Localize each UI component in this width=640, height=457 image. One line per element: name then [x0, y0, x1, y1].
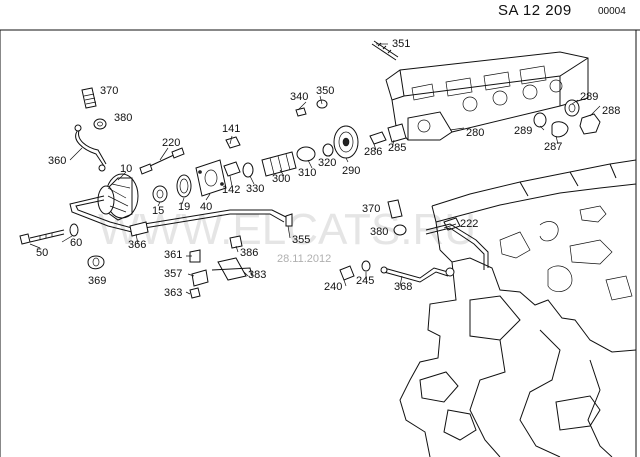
grommet-369: [87, 255, 105, 270]
callout-290: 290: [342, 165, 360, 177]
vacuum-pump: [97, 173, 139, 221]
watermark: WWW.ELCATS.RU 28.11.2012: [98, 205, 476, 265]
callout-40: 40: [200, 201, 212, 213]
callout-280: 280: [466, 127, 484, 139]
callout-15: 15: [152, 205, 164, 217]
callout-357: 357: [164, 268, 182, 280]
callout-363: 363: [164, 287, 182, 299]
bolt-50: [19, 229, 65, 245]
callout-142: 142: [222, 184, 240, 196]
callout-222: 222: [460, 218, 478, 230]
callout-350: 350: [316, 85, 334, 97]
callout-351: 351: [392, 38, 410, 50]
leader-lines: [29, 43, 601, 295]
sheet-number: 00004: [598, 6, 626, 17]
watermark-date: 28.11.2012: [277, 253, 331, 265]
callout-380-right: 380: [370, 226, 388, 238]
callout-380: 380: [114, 112, 132, 124]
diagram-code: SA 12 209: [498, 2, 572, 19]
callout-360: 360: [48, 155, 66, 167]
callout-220: 220: [162, 137, 180, 149]
callout-370-right: 370: [362, 203, 380, 215]
callout-60: 60: [70, 237, 82, 249]
stud-351: [371, 40, 399, 61]
pipe-360: [74, 124, 107, 172]
callout-287: 287: [544, 141, 562, 153]
callout-369: 369: [88, 275, 106, 287]
watermark-text: WWW.ELCATS.RU: [98, 205, 476, 254]
flange-and-seals: [152, 159, 227, 203]
tube-366: [69, 195, 293, 237]
callout-383: 383: [248, 269, 266, 281]
callout-289: 289: [580, 91, 598, 103]
callout-245: 245: [356, 275, 374, 287]
callout-368: 368: [394, 281, 412, 293]
engine-block: [399, 159, 637, 457]
callout-340: 340: [290, 91, 308, 103]
callout-320: 320: [318, 157, 336, 169]
callout-310: 310: [298, 167, 316, 179]
washer-60: [69, 223, 79, 237]
callout-330: 330: [246, 183, 264, 195]
bracket-parts: [189, 235, 253, 299]
callout-366: 366: [128, 239, 146, 251]
callout-386: 386: [240, 247, 258, 259]
callout-285: 285: [388, 142, 406, 154]
callout-355: 355: [292, 234, 310, 246]
callout-370: 370: [100, 85, 118, 97]
callout-19: 19: [178, 201, 190, 213]
pulley-assembly: [223, 125, 359, 178]
callout-10: 10: [120, 163, 132, 175]
drawing-frame: [0, 29, 640, 457]
callout-286: 286: [364, 146, 382, 158]
callout-300: 300: [272, 173, 290, 185]
cylinder-head: [385, 51, 589, 141]
head-small-parts: [295, 99, 601, 145]
callout-289-lower: 289: [514, 125, 532, 137]
callout-361: 361: [164, 249, 182, 261]
line-220: [139, 147, 185, 175]
callout-50: 50: [36, 247, 48, 259]
banjo-bolt-370: [81, 87, 107, 130]
callout-141: 141: [222, 123, 240, 135]
callout-240: 240: [324, 281, 342, 293]
callout-288: 288: [602, 105, 620, 117]
callout-numbers: 351 370 380 340 350 141 220 360 10 289 2…: [36, 38, 620, 299]
